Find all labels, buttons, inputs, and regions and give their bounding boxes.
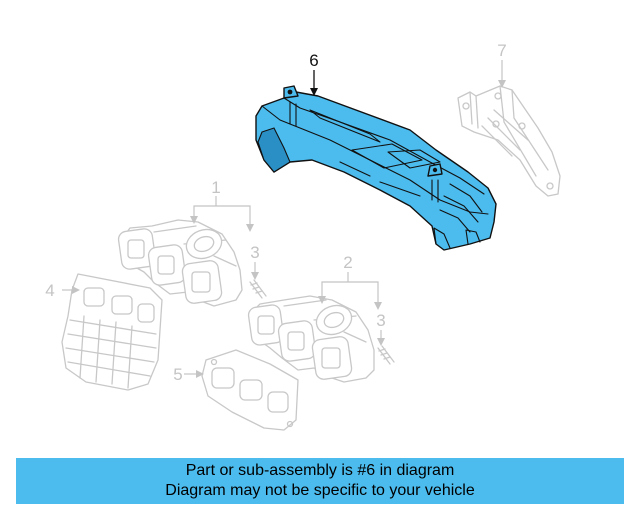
part-3-stud-lower <box>377 345 395 365</box>
part-4-gasket <box>61 273 163 391</box>
leader-2 <box>321 281 379 306</box>
callout-3-lower: 3 <box>376 311 385 330</box>
leader-7-arrow <box>498 80 506 88</box>
part-6-heat-shield <box>255 85 497 251</box>
leader-1 <box>193 205 251 228</box>
banner-line-2: Diagram may not be specific to your vehi… <box>165 482 475 499</box>
parts-diagram: 7 6 <box>45 41 561 431</box>
callout-1: 1 <box>211 178 220 197</box>
leader-5-arrow <box>196 370 204 378</box>
banner-line-1: Part or sub-assembly is #6 in diagram <box>185 462 455 479</box>
callout-7: 7 <box>497 41 506 60</box>
part-7-bracket <box>457 85 561 197</box>
part-5-gasket <box>201 349 299 431</box>
callout-5: 5 <box>173 365 182 384</box>
part-2-exhaust-manifold <box>247 295 375 383</box>
part-3-stud-upper <box>249 279 267 299</box>
leader-3b-arrow <box>377 338 385 346</box>
callout-2: 2 <box>343 253 352 272</box>
leader-2-arrow-a <box>318 296 326 304</box>
leader-2-arrow-b <box>374 302 382 310</box>
callout-3-upper: 3 <box>250 243 259 262</box>
info-banner: Part or sub-assembly is #6 in diagram Di… <box>16 458 624 504</box>
leader-6-arrow <box>310 88 318 96</box>
leader-4-arrow <box>72 286 80 294</box>
leader-1-arrow-b <box>246 224 254 232</box>
callout-6: 6 <box>309 51 318 70</box>
part-1-exhaust-manifold <box>117 219 243 307</box>
leader-1-arrow-a <box>190 216 198 224</box>
leader-3a-arrow <box>251 272 259 280</box>
callout-4: 4 <box>45 281 54 300</box>
